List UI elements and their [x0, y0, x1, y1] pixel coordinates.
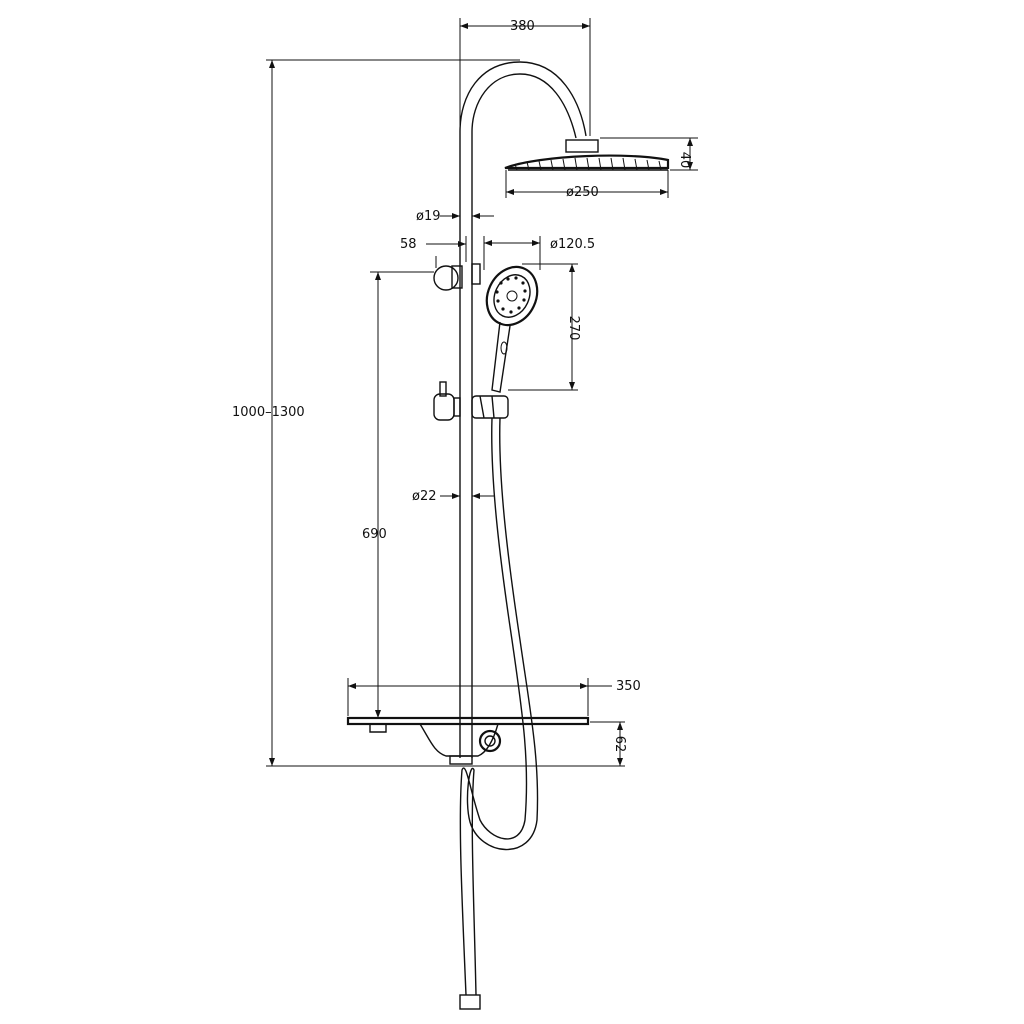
rain-shower-head [504, 139, 670, 171]
shower-structure [346, 61, 670, 1010]
dim-label-total-height: 1000–1300 [232, 405, 305, 420]
slide-holder [433, 381, 509, 421]
riser-pipe [459, 132, 473, 758]
dim-label-pipe-diameter-lower: ø22 [412, 489, 437, 504]
wall-bracket [433, 263, 481, 291]
gooseneck-arm [459, 61, 587, 139]
dim-label-shelf-width: 350 [616, 679, 641, 694]
dim-label-handshower-diameter: ø120.5 [550, 237, 595, 252]
dim-label-pipe-diameter-upper: ø19 [416, 209, 441, 224]
dim-label-head-height: 40 [677, 152, 692, 169]
dim-label-arm-reach: 380 [510, 19, 535, 34]
dimension-labels: 380 40 ø250 ø19 58 ø120.5 270 1000–1300 … [232, 19, 692, 752]
dim-label-head-diameter: ø250 [566, 185, 599, 200]
dim-label-handshower-height: 270 [566, 316, 581, 341]
dimension-lines [266, 18, 698, 767]
dim-label-shelf-height: 62 [612, 736, 627, 753]
shelf-mixer [346, 716, 590, 765]
dim-label-holder-offset: 58 [400, 237, 417, 252]
dim-label-slide-height: 690 [362, 527, 387, 542]
hand-shower [485, 265, 539, 393]
shower-hose [459, 417, 539, 1010]
